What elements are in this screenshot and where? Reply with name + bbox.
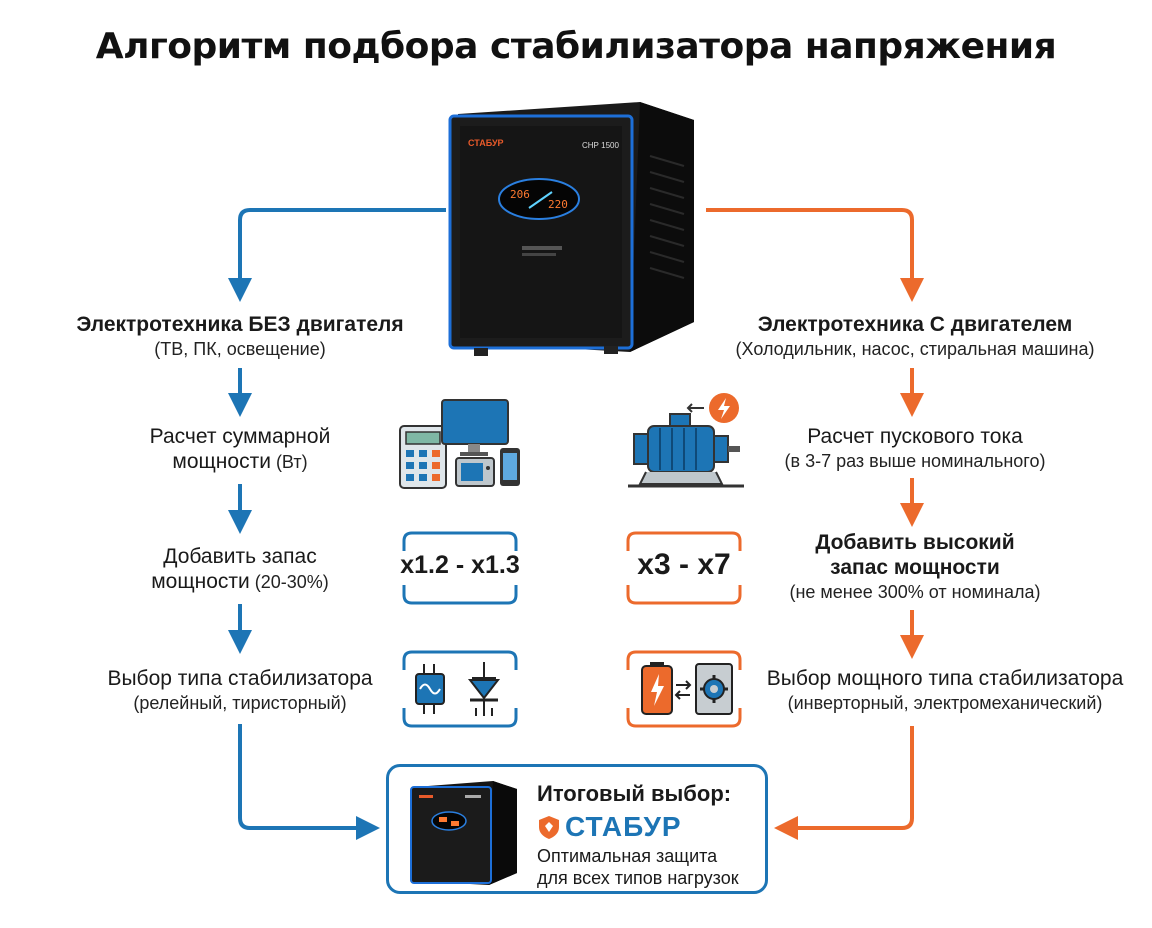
svg-text:220: 220 xyxy=(548,198,568,211)
left-step-1-line1: Расчет суммарной xyxy=(149,425,331,448)
stabilizer-type-icons-left xyxy=(402,650,518,728)
right-step-1: Расчет пускового тока (в 3-7 раз выше но… xyxy=(740,424,1090,473)
final-brand-logo: СТАБУР xyxy=(537,811,682,843)
multiplier-left: x1.2 - x1.3 xyxy=(400,551,520,579)
arrow-left-final xyxy=(238,724,380,840)
multiplier-right: x3 - x7 xyxy=(637,548,731,581)
right-step-1-sub: (в 3-7 раз выше номинального) xyxy=(784,451,1046,471)
calculator-icon xyxy=(399,425,447,489)
right-heading-sub: (Холодильник, насос, стиральная машина) xyxy=(735,339,1095,359)
electronics-icons xyxy=(399,399,520,489)
left-heading-block: Электротехника БЕЗ двигателя (ТВ, ПК, ос… xyxy=(40,312,440,361)
final-line2: для всех типов нагрузок xyxy=(537,868,739,888)
right-step-2-sub: (не менее 300% от номинала) xyxy=(789,582,1041,602)
monitor-icon xyxy=(441,399,509,456)
right-step-3-sub: (инверторный, электромеханический) xyxy=(787,693,1103,713)
multiplier-bracket-right xyxy=(626,531,742,605)
right-step-3: Выбор мощного типа стабилизатора (инверт… xyxy=(740,666,1150,715)
smartphone-icon xyxy=(500,448,520,486)
right-step-1-title: Расчет пускового тока xyxy=(807,425,1023,448)
page-title: Алгоритм подбора стабилизатора напряжени… xyxy=(95,26,1057,67)
left-step-2-line1: Добавить запас xyxy=(163,545,317,568)
arrow-right-branch xyxy=(706,208,924,302)
device-model-text: СНР 1500 xyxy=(582,141,619,150)
final-description: Оптимальная защита для всех типов нагруз… xyxy=(537,845,739,889)
left-step-2-bold: мощности xyxy=(151,570,250,593)
right-step-3-title: Выбор мощного типа стабилизатора xyxy=(766,667,1124,690)
right-step-2-line2: запас мощности xyxy=(830,556,1000,579)
multiplier-bracket-left xyxy=(402,531,518,605)
left-step-1-rest: (Вт) xyxy=(270,452,308,472)
left-step-1: Расчет суммарной мощности (Вт) xyxy=(70,424,410,474)
stabilizer-device: СТАБУР СНР 1500 206 220 xyxy=(448,102,694,356)
final-device-image xyxy=(410,781,517,885)
left-step-2: Добавить запас мощности (20-30%) xyxy=(70,544,410,594)
brand-shield-icon xyxy=(539,816,559,839)
left-step-1-bold: мощности xyxy=(172,450,271,473)
device-brand-text: СТАБУР xyxy=(468,138,504,148)
arrow-right-final xyxy=(774,726,914,840)
lightning-icon xyxy=(709,393,739,423)
gear-icon xyxy=(695,663,733,715)
battery-icon xyxy=(641,662,673,715)
left-step-2-rest: (20-30%) xyxy=(249,572,329,592)
right-step-2: Добавить высокий запас мощности (не мене… xyxy=(740,530,1090,604)
left-step-3-title: Выбор типа стабилизатора xyxy=(107,667,373,690)
left-step-3: Выбор типа стабилизатора (релейный, тири… xyxy=(40,666,440,715)
electric-motor-icon xyxy=(628,393,744,488)
final-choice-card: Итоговый выбор: СТАБУР Оптимальная защит… xyxy=(386,764,768,894)
right-heading: Электротехника С двигателем xyxy=(757,313,1073,336)
left-heading-sub: (ТВ, ПК, освещение) xyxy=(154,339,326,359)
final-line1: Оптимальная защита xyxy=(537,846,718,866)
stabilizer-type-icons-right xyxy=(626,650,742,728)
thyristor-icon xyxy=(467,662,501,716)
right-heading-block: Электротехника С двигателем (Холодильник… xyxy=(700,312,1130,361)
left-step-3-sub: (релейный, тиристорный) xyxy=(133,693,347,713)
final-brand-text: СТАБУР xyxy=(565,811,682,842)
final-heading: Итоговый выбор: xyxy=(537,781,732,806)
sine-wave-module-icon xyxy=(415,664,445,714)
arrow-left-branch xyxy=(228,208,446,302)
svg-text:206: 206 xyxy=(510,188,530,201)
tv-icon xyxy=(455,457,495,487)
right-step-2-line1: Добавить высокий xyxy=(815,531,1015,554)
left-heading: Электротехника БЕЗ двигателя xyxy=(76,313,404,336)
